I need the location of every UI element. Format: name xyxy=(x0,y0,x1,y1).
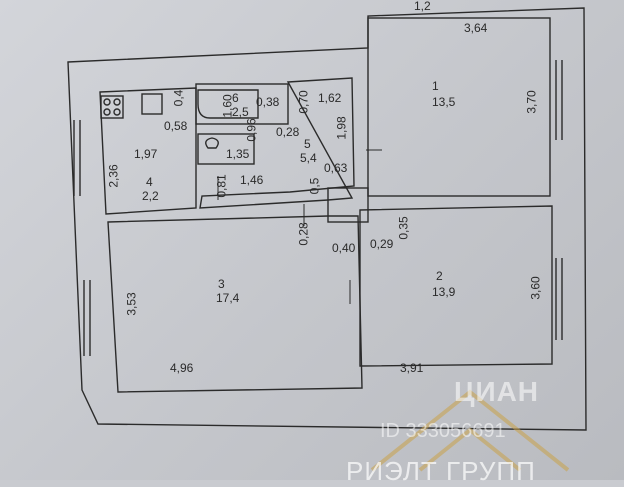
watermark-brand: ЦИАН xyxy=(454,376,540,407)
dim-096: 0,96 xyxy=(244,118,259,142)
window-room3 xyxy=(83,280,91,356)
dim-room3-width: 4,96 xyxy=(170,361,194,375)
dim-028a: 0,28 xyxy=(276,125,300,139)
vestibule-outline xyxy=(327,187,369,223)
dim-029: 0,29 xyxy=(370,237,394,251)
room-3-number: 3 xyxy=(218,277,225,291)
room-5-outline xyxy=(199,77,355,209)
watermark-listing-id: ID 333056691 xyxy=(380,420,506,442)
room-2-number: 2 xyxy=(436,269,443,283)
dim-top-frag: 1,2 xyxy=(414,0,431,13)
dim-035: 0,35 xyxy=(396,216,411,240)
sink-icon xyxy=(141,93,163,115)
dim-198: 1,98 xyxy=(334,116,349,140)
room-1-number: 1 xyxy=(432,79,439,93)
room-1-outline xyxy=(367,17,551,197)
dim-135: 1,35 xyxy=(226,147,250,161)
room-6-number: 6 xyxy=(232,91,239,105)
room-6-area: 2,5 xyxy=(232,105,249,119)
window-room2 xyxy=(555,258,563,340)
dim-room1-height: 3,70 xyxy=(524,90,539,114)
toilet-icon xyxy=(205,137,219,149)
dim-room3-height: 3,53 xyxy=(124,292,139,316)
room-3-area: 17,4 xyxy=(216,291,240,305)
room-3-outline xyxy=(107,215,363,393)
room-4-outline xyxy=(99,87,197,215)
door-marks xyxy=(217,149,382,304)
dim-bath-side: 0,70 xyxy=(296,90,311,114)
room-5-number: 5 xyxy=(304,137,311,151)
dim-146: 1,46 xyxy=(240,173,264,187)
dim-room2-width: 3,91 xyxy=(400,361,424,375)
outer-wall xyxy=(67,7,587,431)
window-room1 xyxy=(555,60,563,140)
dim-04: 0,4 xyxy=(171,89,186,107)
dim-bath-depth: 1,60 xyxy=(220,94,235,118)
room-1-area: 13,5 xyxy=(432,95,456,109)
room-5-area: 5,4 xyxy=(300,151,317,165)
dim-063: 0,63 xyxy=(324,161,348,175)
watermark-logo xyxy=(370,389,570,472)
bathtub-icon xyxy=(197,89,259,119)
wc-outline xyxy=(197,133,255,165)
stove-icon xyxy=(100,95,124,119)
dim-room2-height: 3,60 xyxy=(528,276,543,300)
dim-236: 2,36 xyxy=(106,164,121,188)
dim-028b: 0,28 xyxy=(296,222,311,246)
dim-room1-width: 3,64 xyxy=(464,21,488,35)
room-4-area: 2,2 xyxy=(142,189,159,203)
room-4-number: 4 xyxy=(146,175,153,189)
dim-081: 0,81 xyxy=(214,174,229,198)
dim-corridor-width: 1,62 xyxy=(318,91,342,105)
dim-05: 0,5 xyxy=(307,177,322,195)
dim-bath-width: 0,38 xyxy=(256,95,280,109)
window-kitchen xyxy=(73,120,81,196)
dim-058: 0,58 xyxy=(164,119,188,133)
room-2-area: 13,9 xyxy=(432,285,456,299)
room-2-outline xyxy=(359,205,553,367)
dim-040: 0,40 xyxy=(332,241,356,255)
dim-197: 1,97 xyxy=(134,147,158,161)
watermark-agency: РИЭЛТ ГРУПП xyxy=(346,456,536,486)
room-6-outline xyxy=(195,83,289,125)
